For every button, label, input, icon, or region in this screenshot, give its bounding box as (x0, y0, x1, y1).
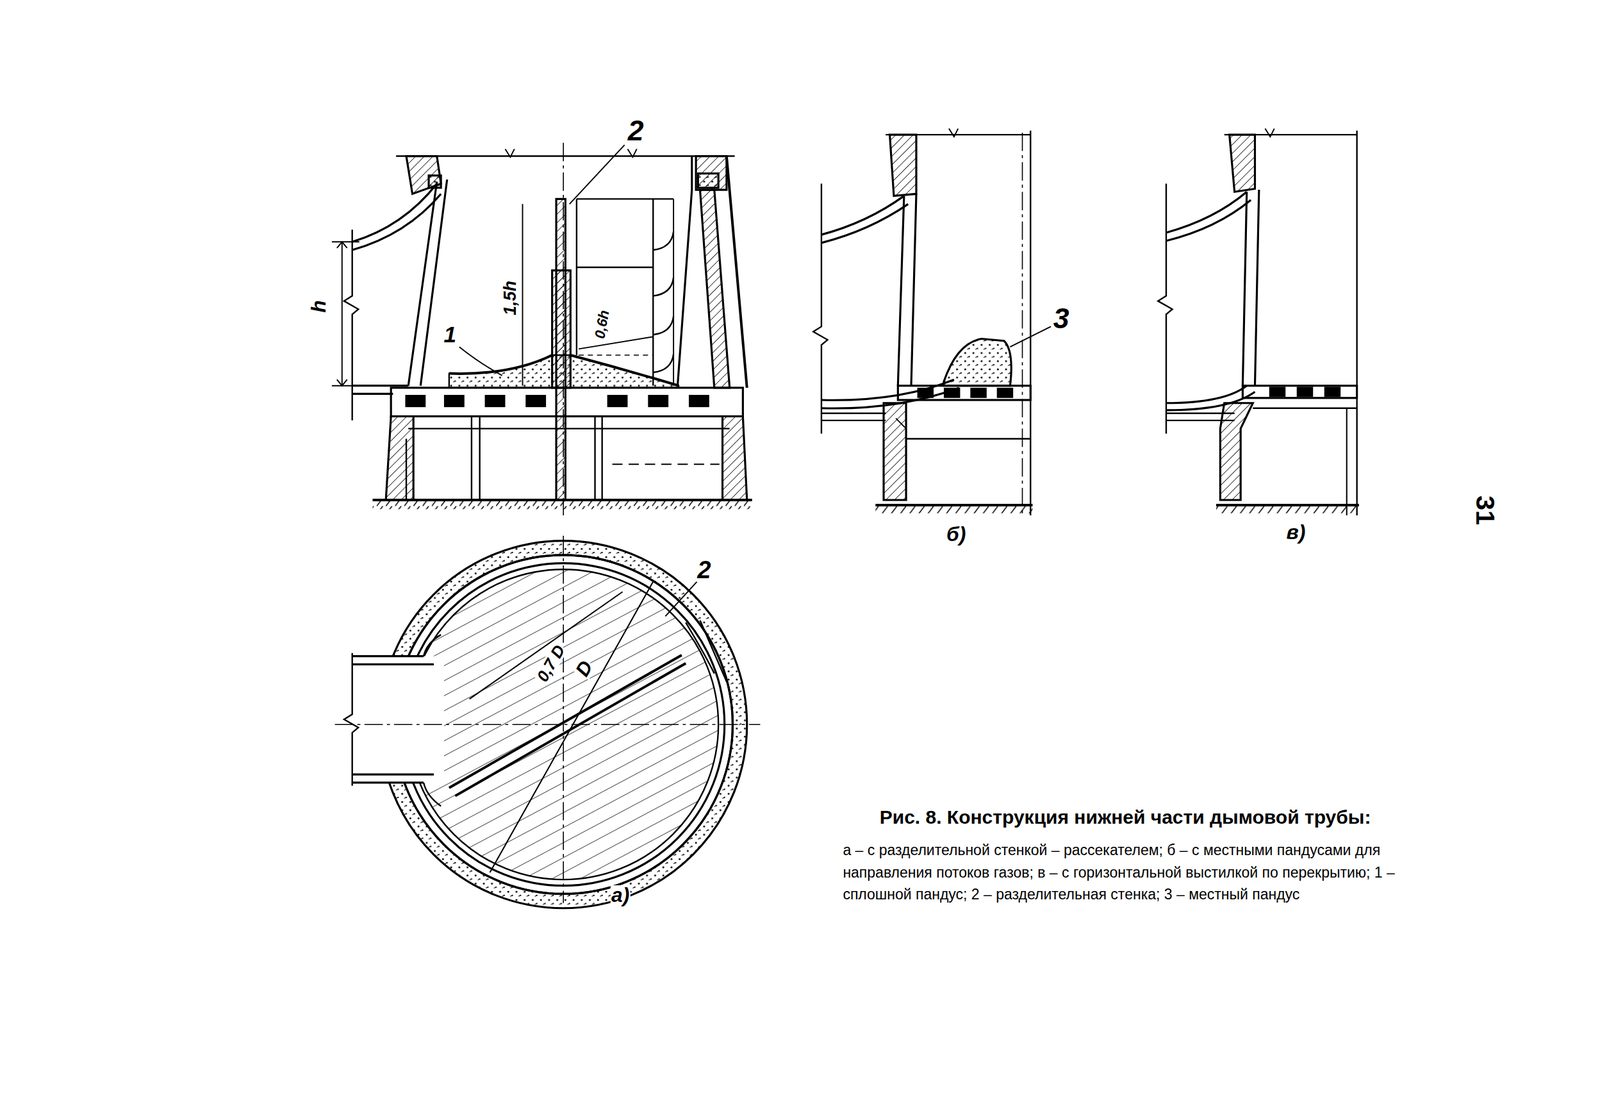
dimension-label: h (309, 299, 330, 313)
dimension-label: 0,6h (592, 308, 612, 341)
figure-title: Рис. 8. Конструкция нижней части дымовой… (879, 806, 1372, 828)
page-number: 31 (1471, 494, 1498, 526)
elevation-v (1157, 128, 1360, 516)
callout-number: 2 (696, 556, 712, 582)
dimension-label: 0,7 D (533, 641, 569, 685)
callout-number: 1 (443, 323, 457, 347)
callout-number: 3 (1052, 304, 1071, 334)
dimension-label: D (572, 656, 597, 680)
plan-view (335, 535, 761, 908)
elevation-a (331, 142, 753, 516)
figure-letter: в) (1286, 522, 1307, 543)
elevation-b (813, 128, 1051, 516)
dimension-label: 1,5h (501, 280, 520, 316)
figure-letter: б) (945, 524, 967, 546)
figure-caption: а – с разделительной стенкой – рассекате… (842, 838, 1440, 906)
figure-letter: а) (610, 884, 630, 906)
callout-number: 2 (627, 116, 645, 146)
